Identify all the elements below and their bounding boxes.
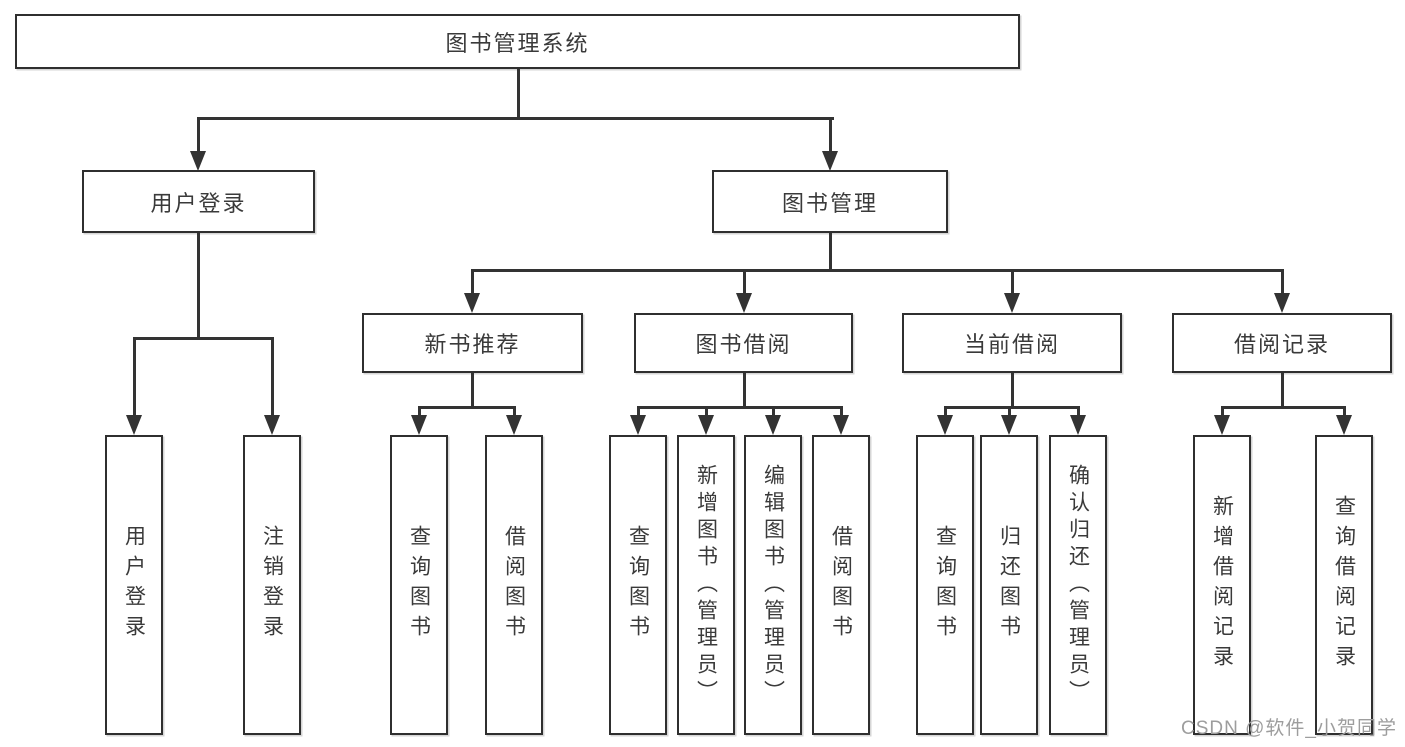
arrow-down <box>411 415 427 435</box>
connector-stem-book-management <box>828 116 832 153</box>
csdn-watermark: CSDN @软件_小贺同学 <box>1181 718 1397 739</box>
arrow-down <box>190 151 206 171</box>
connector-root-branch <box>196 116 834 120</box>
leaf-user-login: 用户登录 <box>105 435 163 735</box>
leaf-user-login-label: 用户登录 <box>122 525 146 645</box>
arrow-down <box>698 415 714 435</box>
leaf-add-borrow-record-label: 新增借阅记录 <box>1210 495 1234 675</box>
arrow-down <box>126 415 142 435</box>
leaf-query-book-current: 查询图书 <box>916 435 974 735</box>
connector-stem <box>636 405 640 418</box>
connector-stem <box>704 405 708 418</box>
node-book-borrow: 图书借阅 <box>634 313 853 373</box>
leaf-edit-book-admin-label: 编辑图书（管理员） <box>761 463 785 707</box>
arrow-down <box>630 415 646 435</box>
connector-root-trunk <box>516 69 520 118</box>
arrow-down <box>1001 415 1017 435</box>
leaf-query-borrow-record-label: 查询借阅记录 <box>1332 495 1356 675</box>
leaf-add-book-admin: 新增图书（管理员） <box>677 435 735 735</box>
node-user-login: 用户登录 <box>82 170 315 233</box>
connector-borrow-record-branch <box>1220 405 1346 409</box>
leaf-logout-login: 注销登录 <box>243 435 301 735</box>
leaf-query-book-borrow: 查询图书 <box>609 435 667 735</box>
node-book-borrow-label: 图书借阅 <box>695 332 792 357</box>
node-current-borrow: 当前借阅 <box>902 313 1122 373</box>
connector-borrow-record-trunk <box>1280 373 1284 409</box>
leaf-borrow-book-recommend: 借阅图书 <box>485 435 543 735</box>
connector-stem <box>943 405 947 418</box>
arrow-down <box>1214 415 1230 435</box>
arrow-down <box>464 293 480 313</box>
leaf-add-book-admin-label: 新增图书（管理员） <box>694 463 718 707</box>
connector-new-book-recommend-trunk <box>470 373 474 409</box>
arrow-down <box>1336 415 1352 435</box>
leaf-query-book-current-label: 查询图书 <box>933 525 957 645</box>
node-borrow-record: 借阅记录 <box>1172 313 1392 373</box>
connector-stem <box>1342 405 1346 418</box>
leaf-query-book-recommend: 查询图书 <box>390 435 448 735</box>
connector-user-login-trunk <box>196 233 200 338</box>
connector-stem <box>839 405 843 418</box>
node-new-book-recommend: 新书推荐 <box>362 313 583 373</box>
connector-stem-new-book-recommend <box>470 268 474 296</box>
leaf-query-borrow-record: 查询借阅记录 <box>1315 435 1373 735</box>
arrow-down <box>822 151 838 171</box>
connector-stem-borrow-record <box>1280 268 1284 296</box>
node-book-management-label: 图书管理 <box>781 190 878 216</box>
leaf-return-book-label: 归还图书 <box>997 525 1021 645</box>
connector-stem <box>771 405 775 418</box>
node-new-book-recommend-label: 新书推荐 <box>424 332 521 357</box>
leaf-confirm-return-admin: 确认归还（管理员） <box>1049 435 1107 735</box>
arrow-down <box>736 293 752 313</box>
node-book-management: 图书管理 <box>712 170 948 233</box>
leaf-borrow-book-recommend-label: 借阅图书 <box>502 525 526 645</box>
connector-stem-leaf-user-login <box>132 336 136 418</box>
connector-book-borrow-trunk <box>742 373 746 409</box>
leaf-borrow-book-label: 借阅图书 <box>829 525 853 645</box>
leaf-borrow-book: 借阅图书 <box>812 435 870 735</box>
leaf-confirm-return-admin-label: 确认归还（管理员） <box>1066 463 1090 707</box>
connector-stem <box>417 405 421 418</box>
leaf-return-book: 归还图书 <box>980 435 1038 735</box>
connector-current-borrow-trunk <box>1010 373 1014 409</box>
arrow-down <box>765 415 781 435</box>
node-borrow-record-label: 借阅记录 <box>1233 332 1330 357</box>
connector-new-book-recommend-branch <box>417 405 516 409</box>
connector-book-borrow-branch <box>636 405 843 409</box>
connector-stem-book-borrow <box>742 268 746 296</box>
arrow-down <box>264 415 280 435</box>
connector-book-management-branch <box>470 268 1284 272</box>
connector-user-login-branch <box>132 336 274 340</box>
node-root-label: 图书管理系统 <box>445 30 590 56</box>
leaf-add-borrow-record: 新增借阅记录 <box>1193 435 1251 735</box>
node-user-login-label: 用户登录 <box>150 190 247 216</box>
connector-current-borrow-branch <box>943 405 1080 409</box>
node-current-borrow-label: 当前借阅 <box>963 332 1060 357</box>
leaf-edit-book-admin: 编辑图书（管理员） <box>744 435 802 735</box>
connector-stem <box>1007 405 1011 418</box>
leaf-query-book-recommend-label: 查询图书 <box>407 525 431 645</box>
arrow-down <box>937 415 953 435</box>
connector-stem-user-login <box>196 116 200 153</box>
arrow-down <box>833 415 849 435</box>
arrow-down <box>506 415 522 435</box>
connector-stem-current-borrow <box>1010 268 1014 296</box>
leaf-logout-login-label: 注销登录 <box>260 525 284 645</box>
arrow-down <box>1274 293 1290 313</box>
connector-stem <box>512 405 516 418</box>
arrow-down <box>1004 293 1020 313</box>
leaf-query-book-borrow-label: 查询图书 <box>626 525 650 645</box>
arrow-down <box>1070 415 1086 435</box>
node-root: 图书管理系统 <box>15 14 1020 69</box>
connector-stem <box>1076 405 1080 418</box>
connector-book-management-trunk <box>828 233 832 272</box>
connector-stem-leaf-logout <box>270 336 274 418</box>
connector-stem <box>1220 405 1224 418</box>
